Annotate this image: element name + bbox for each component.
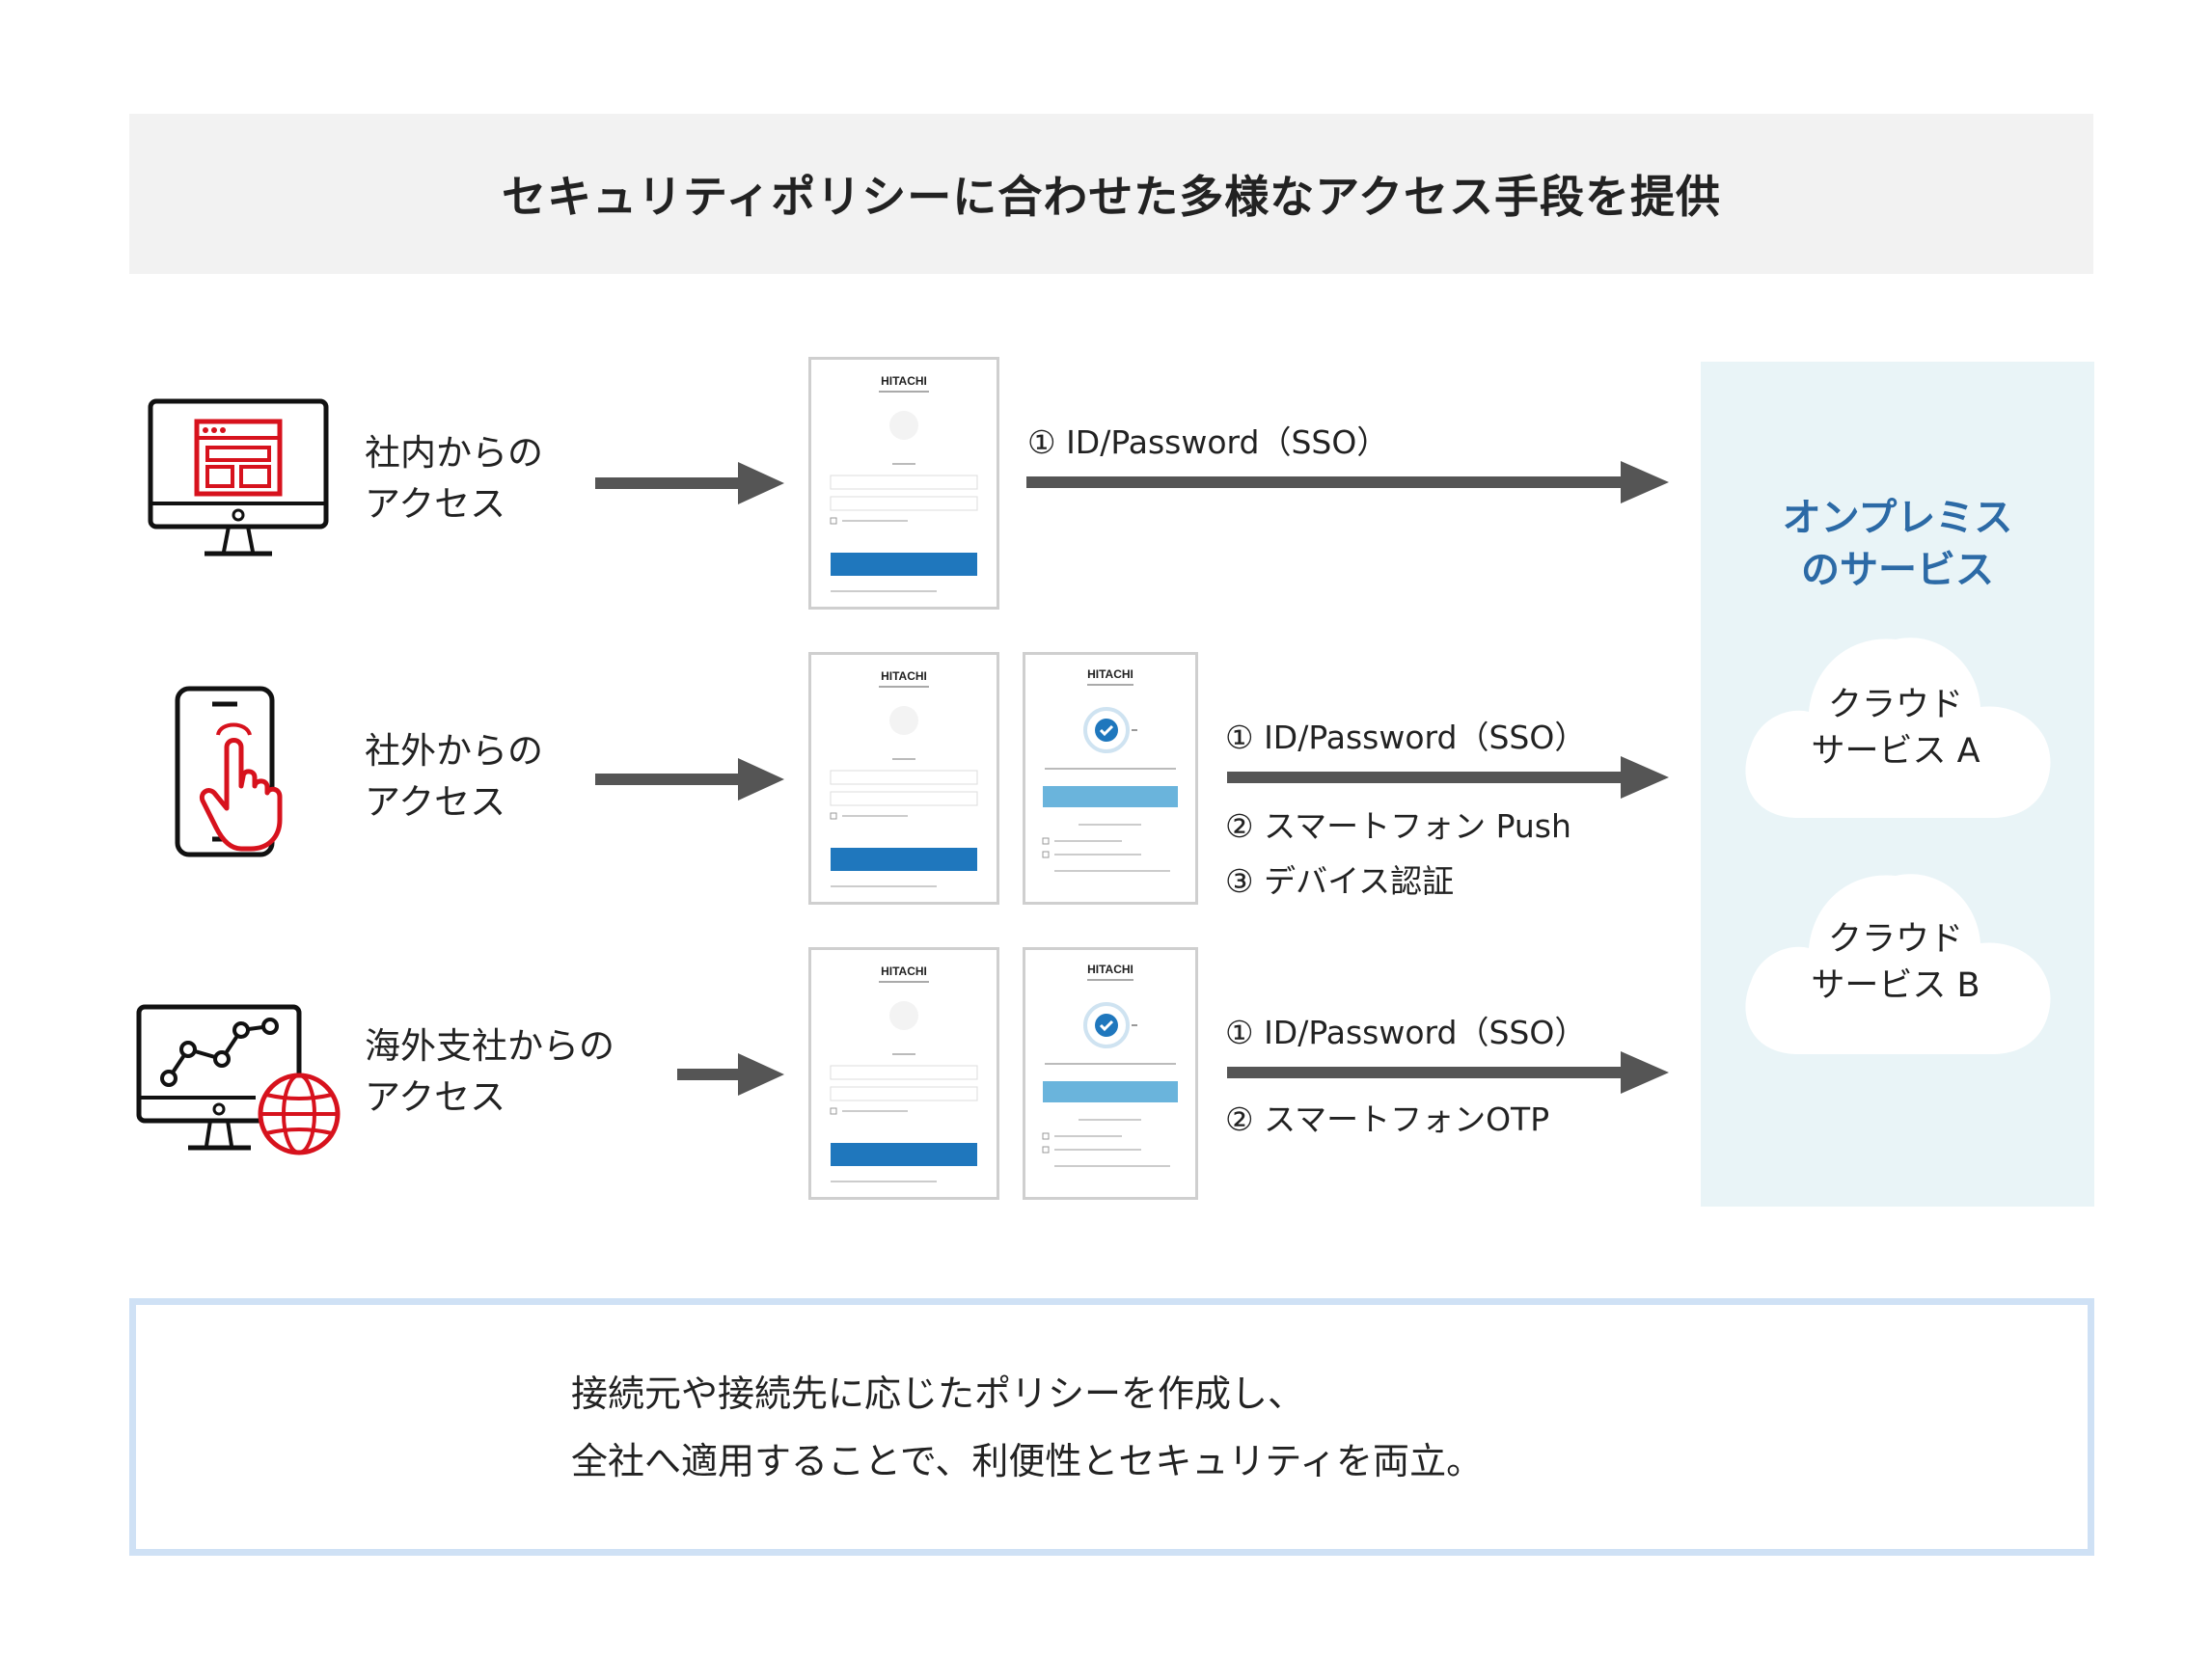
arrow-icon	[1026, 461, 1669, 503]
cloud-a-line1: クラウド	[1827, 686, 1963, 724]
step-label: ② スマートフォン Push	[1225, 807, 1571, 845]
hitachi-logo: HITACHI	[1087, 963, 1133, 976]
arrow-icon	[595, 758, 784, 801]
login-screen-preview: HITACHI	[830, 964, 978, 1182]
desktop-browser-icon	[148, 398, 329, 557]
cloud-b-line1: クラウド	[1827, 920, 1963, 959]
summary-text: 接続元や接続先に応じたポリシーを作成し、 全社へ適用することで、利便性とセキュリ…	[571, 1360, 1483, 1495]
mfa-screen-card: HITACHI	[1023, 652, 1198, 905]
step-label: ③ デバイス認証	[1225, 862, 1455, 900]
hitachi-logo: HITACHI	[881, 964, 927, 978]
login-screen-card: HITACHI	[808, 357, 999, 610]
row-internal-line1: 社内からの	[365, 432, 543, 474]
page-title: セキュリティポリシーに合わせた多様なアクセス手段を提供	[502, 171, 1721, 223]
hitachi-logo: HITACHI	[881, 374, 927, 388]
row-external-line1: 社外からの	[365, 730, 543, 772]
arrow-icon	[1227, 1051, 1669, 1094]
arrow-icon	[595, 462, 784, 504]
login-screen-card: HITACHI	[808, 652, 999, 905]
hitachi-logo: HITACHI	[1087, 667, 1133, 681]
summary-line2: 全社へ適用することで、利便性とセキュリティを両立。	[571, 1440, 1484, 1482]
step-label: ② スマートフォンOTP	[1225, 1100, 1550, 1138]
row-external-line2: アクセス	[365, 781, 506, 823]
login-screen-preview: HITACHI	[830, 374, 978, 592]
row-overseas-line2: アクセス	[365, 1076, 506, 1118]
cloud-service-b-icon	[1745, 874, 2051, 1054]
mfa-screen-preview: HITACHI	[1042, 963, 1178, 1167]
row-overseas-line1: 海外支社からの	[365, 1025, 614, 1067]
cloud-service-a-label: クラウド サービス A	[1780, 682, 2011, 774]
cloud-service-b-label: クラウド サービス B	[1780, 916, 2011, 1009]
step-label: ① ID/Password（SSO）	[1225, 1014, 1587, 1051]
login-screen-preview: HITACHI	[830, 669, 978, 887]
mfa-screen-preview: HITACHI	[1042, 667, 1178, 872]
onprem-service-title: オンプレミス のサービス	[1701, 492, 2094, 596]
cloud-a-line2: サービス A	[1811, 732, 1980, 771]
smartphone-touch-icon	[175, 686, 283, 857]
step-label: ① ID/Password（SSO）	[1225, 719, 1587, 756]
row-overseas-label: 海外支社からの アクセス	[365, 1020, 614, 1123]
summary-line1: 接続元や接続先に応じたポリシーを作成し、	[571, 1372, 1305, 1415]
arrow-icon	[677, 1053, 784, 1096]
login-screen-card: HITACHI	[808, 947, 999, 1200]
row-internal-label: 社内からの アクセス	[365, 427, 543, 530]
mfa-screen-card: HITACHI	[1023, 947, 1198, 1200]
arrow-icon	[1227, 756, 1669, 799]
row-internal-line2: アクセス	[365, 483, 506, 525]
onprem-line2: のサービス	[1801, 548, 1994, 592]
header-bar: セキュリティポリシーに合わせた多様なアクセス手段を提供	[129, 114, 2093, 274]
summary-box	[129, 1298, 2094, 1556]
cloud-b-line2: サービス B	[1811, 966, 1980, 1005]
hitachi-logo: HITACHI	[881, 669, 927, 683]
onprem-line1: オンプレミス	[1782, 496, 2013, 540]
row-external-label: 社外からの アクセス	[365, 725, 543, 828]
step-label: ① ID/Password（SSO）	[1027, 423, 1389, 461]
cloud-service-a-icon	[1745, 638, 2051, 818]
monitor-globe-icon	[136, 1004, 341, 1155]
